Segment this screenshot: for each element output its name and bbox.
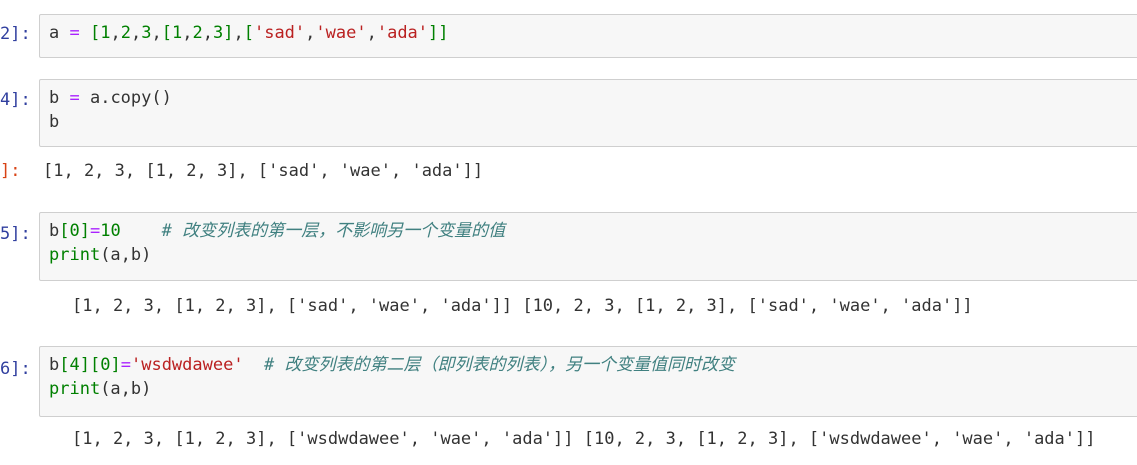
code-token: [ — [59, 221, 70, 241]
cell-1-code-line-1: a = [1,2,3,[1,2,3],['sad','wae','ada']] — [49, 21, 1137, 45]
code-token: b — [49, 355, 60, 375]
code-token: , — [305, 23, 316, 43]
code-token: 3 — [212, 23, 224, 43]
cell-2-output-prompt: ]: — [0, 161, 21, 181]
code-token: ] — [223, 23, 234, 43]
code-token: = — [90, 221, 101, 241]
cell-4-input-prompt: 6]: — [0, 359, 31, 379]
code-comment: # 改变列表的第一层，不影响另一个变量的值 — [120, 221, 506, 241]
cell-2-output: [1, 2, 3, [1, 2, 3], ['sad', 'wae', 'ada… — [43, 161, 484, 181]
cell-1-input-prompt: 2]: — [0, 24, 31, 44]
code-token: 1 — [100, 23, 111, 43]
code-token: , — [182, 23, 193, 43]
code-comment: # 改变列表的第二层（即列表的列表），另一个变量值同时改变 — [243, 355, 736, 375]
cell-1-code-editor[interactable]: a = [1,2,3,[1,2,3],['sad','wae','ada']] — [39, 14, 1137, 58]
code-token: 2 — [120, 23, 131, 43]
cell-3-input-prompt: 5]: — [0, 224, 31, 244]
code-token: [ — [161, 23, 172, 43]
code-token: b — [49, 221, 60, 241]
code-token: ] — [79, 221, 90, 241]
code-token: 1 — [171, 23, 183, 43]
code-token: 3 — [141, 23, 152, 43]
code-token: a — [49, 23, 70, 43]
code-token: b — [49, 88, 70, 108]
code-builtin: print — [49, 379, 101, 399]
cell-4-output: [1, 2, 3, [1, 2, 3], ['wsdwdawee', 'wae'… — [72, 429, 1096, 449]
code-token: (a,b) — [100, 379, 152, 399]
cell-4-code-line-2: print(a,b) — [49, 377, 1137, 401]
code-string: 'ada' — [376, 23, 429, 43]
code-token: , — [151, 23, 162, 43]
cell-2-code-editor[interactable]: b = a.copy() b — [39, 79, 1137, 147]
code-token: , — [366, 23, 377, 43]
code-token: , — [110, 23, 121, 43]
cell-3-output: [1, 2, 3, [1, 2, 3], ['sad', 'wae', 'ada… — [72, 296, 973, 316]
code-token: , — [233, 23, 244, 43]
cell-4-code-editor[interactable]: b[4][0]='wsdwdawee' # 改变列表的第二层（即列表的列表），另… — [39, 346, 1137, 417]
code-token: 0 — [100, 355, 111, 375]
code-token: [ — [243, 23, 254, 43]
code-token: ] — [110, 355, 121, 375]
code-token: ][ — [79, 355, 101, 375]
cell-2-input-prompt: 4]: — [0, 90, 31, 110]
code-string: 'sad' — [253, 23, 306, 43]
cell-4-code-line-1: b[4][0]='wsdwdawee' # 改变列表的第二层（即列表的列表），另… — [49, 353, 1137, 377]
code-token: , — [130, 23, 142, 43]
code-token: = — [120, 355, 131, 375]
cell-3-code-line-1: b[0]=10 # 改变列表的第一层，不影响另一个变量的值 — [49, 219, 1137, 243]
code-token: 0 — [69, 221, 80, 241]
code-string: 'wae' — [315, 23, 367, 43]
code-token: [ — [59, 355, 70, 375]
code-token: 4 — [69, 355, 80, 375]
cell-3-code-line-2: print(a,b) — [49, 243, 1137, 267]
cell-3-code-editor[interactable]: b[0]=10 # 改变列表的第一层，不影响另一个变量的值 print(a,b) — [39, 212, 1137, 281]
code-string: 'wsdwdawee' — [130, 355, 244, 375]
code-token: [ — [79, 23, 101, 43]
code-builtin: print — [49, 245, 101, 265]
cell-2-code-line-2: b — [49, 112, 60, 132]
cell-2-code-line-1: b = a.copy() — [49, 86, 1137, 110]
code-token: = — [69, 23, 80, 43]
code-token: , — [202, 23, 213, 43]
code-token: (a,b) — [100, 245, 152, 265]
code-token: 2 — [192, 23, 203, 43]
code-token: = — [69, 88, 80, 108]
code-token: ]] — [428, 23, 449, 43]
code-token: a.copy() — [79, 88, 172, 108]
code-token: 10 — [100, 221, 121, 241]
